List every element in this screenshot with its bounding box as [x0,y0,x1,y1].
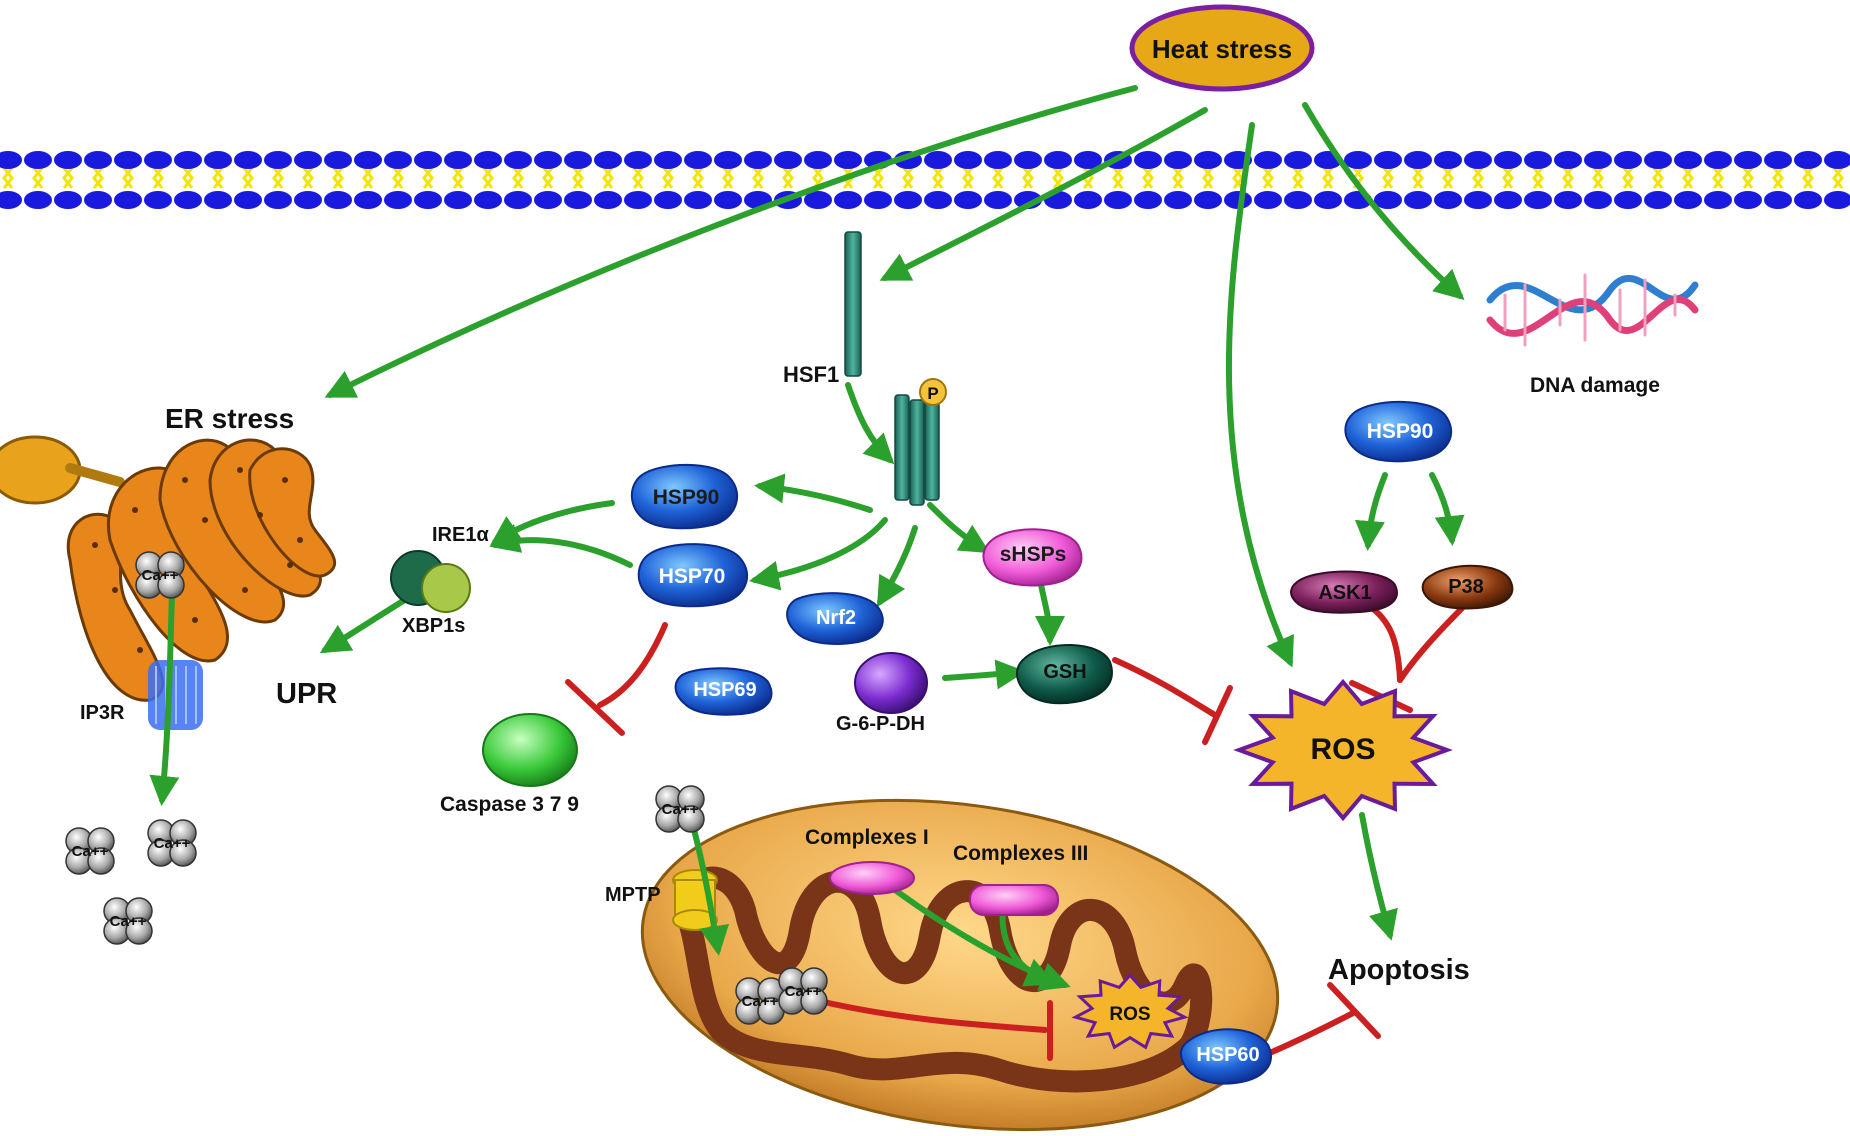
hsp90-center-node: HSP90 [630,463,739,530]
svg-text:Ca++: Ca++ [72,843,109,860]
calcium-cyto-3-icon: Ca++ [103,897,153,945]
ire1a-label: IRE1α [432,524,489,546]
calcium-cyto-1-icon: Ca++ [65,827,115,875]
inhibit-hsp70-caspase [565,622,668,736]
svg-text:sHSPs: sHSPs [1000,543,1067,566]
complexes-i-label: Complexes I [805,826,929,849]
nrf2-node: Nrf2 [786,592,884,645]
apoptosis-label: Apoptosis [1328,954,1470,986]
phospho-badge: P [919,378,947,406]
inhibit-gsh-ros [1112,657,1233,745]
calcium-mptp-icon: Ca++ [655,785,705,833]
arrow-heat-to-ros [1226,122,1294,668]
ire1a-xbp1s-node [390,550,471,613]
arrow-xbp1-to-upr [319,595,411,654]
heat-stress-label: Heat stress [1152,34,1292,64]
svg-text:Ca++: Ca++ [154,835,191,852]
complexes-i-node [829,861,915,895]
svg-text:HSP90: HSP90 [653,486,720,509]
arrow-ros-to-apoptosis [1359,812,1398,941]
ros-node: ROS [1233,678,1453,822]
svg-text:HSP60: HSP60 [1196,1044,1259,1066]
arrow-hsf1-to-hsp70 [749,517,888,591]
hsf1-label: HSF1 [783,362,839,387]
g6pdh-node [854,652,928,714]
arrow-hsf1-to-hsp90 [754,473,873,513]
svg-text:Ca++: Ca++ [110,913,147,930]
inhibit-ca-mitoros [812,997,1053,1061]
svg-text:Ca++: Ca++ [662,801,699,818]
calcium-cyto-2-icon: Ca++ [147,819,197,867]
svg-text:Ca++: Ca++ [785,983,822,1000]
g6pdh-label: G-6-P-DH [836,713,925,735]
dna-damage-label: DNA damage [1530,374,1660,397]
svg-text:Ca++: Ca++ [142,567,179,584]
heat-stress-node: Heat stress [1129,4,1315,92]
arrow-hsp90r-to-ask1 [1354,472,1388,551]
p38-node: P38 [1421,564,1514,610]
dna-helix-icon [1486,273,1699,347]
er-stress-label: ER stress [165,403,294,434]
complexes-iii-node [969,884,1059,916]
arrow-heat-to-hsf1 [879,107,1208,281]
svg-text:ROS: ROS [1109,1004,1150,1025]
arrow-hsp90-to-ire1 [490,500,615,546]
arrow-hsf1-to-active [845,382,895,465]
svg-text:HSP90: HSP90 [1367,420,1434,443]
svg-text:P38: P38 [1448,576,1484,598]
arrow-hsf1-to-shsps [927,502,991,554]
mptp-label: MPTP [605,884,661,906]
hsp60-node: HSP60 [1179,1028,1272,1085]
calcium-mito-2-icon: Ca++ [778,967,828,1015]
caspase-label: Caspase 3 7 9 [440,793,579,816]
arrow-er-calcium-out [149,587,180,806]
svg-text:GSH: GSH [1043,661,1086,683]
endoplasmic-reticulum-icon [0,435,337,730]
svg-text:HSP70: HSP70 [659,565,726,588]
inhibit-hsp60-apoptosis [1262,982,1381,1058]
hsp90-right-node: HSP90 [1344,400,1453,463]
hsp70-node: HSP70 [637,543,749,608]
arrow-g6pdh-to-gsh [942,659,1026,690]
hsf1-trimer-icon: P [894,378,947,506]
arrow-hsf1-to-nrf2 [876,525,918,608]
complexes-iii-label: Complexes III [953,842,1088,865]
ros-mito-node: ROS [1071,972,1189,1050]
arrow-hsp90r-to-p38 [1429,472,1465,546]
arrow-hsp70-to-ire1 [489,523,633,568]
mitochondrion-icon [640,798,1280,1132]
ip3r-channel-icon [148,660,203,730]
arrow-heat-to-er [324,85,1138,398]
arrow-heat-to-dna [1302,102,1465,301]
svg-text:Nrf2: Nrf2 [816,607,856,629]
svg-text:P: P [927,384,938,403]
svg-text:ASK1: ASK1 [1318,582,1371,604]
upr-label: UPR [276,678,337,710]
cell-membrane [0,151,1850,209]
ip3r-label: IP3R [80,702,125,724]
caspase-node [482,713,578,787]
calcium-er-icon: Ca++ [135,551,185,599]
arrow-shsps-to-gsh [1034,577,1065,646]
hsf1-monomer-icon [844,231,862,377]
gsh-node: GSH [1016,643,1113,705]
ask1-node: ASK1 [1290,570,1398,614]
calcium-mito-1-icon: Ca++ [735,977,785,1025]
shsps-node: sHSPs [982,528,1083,587]
svg-text:HSP69: HSP69 [693,679,756,701]
hsp69-node: HSP69 [674,667,773,716]
svg-text:ROS: ROS [1310,733,1375,766]
xbp1s-label: XBP1s [402,615,465,637]
svg-text:Ca++: Ca++ [742,993,779,1010]
